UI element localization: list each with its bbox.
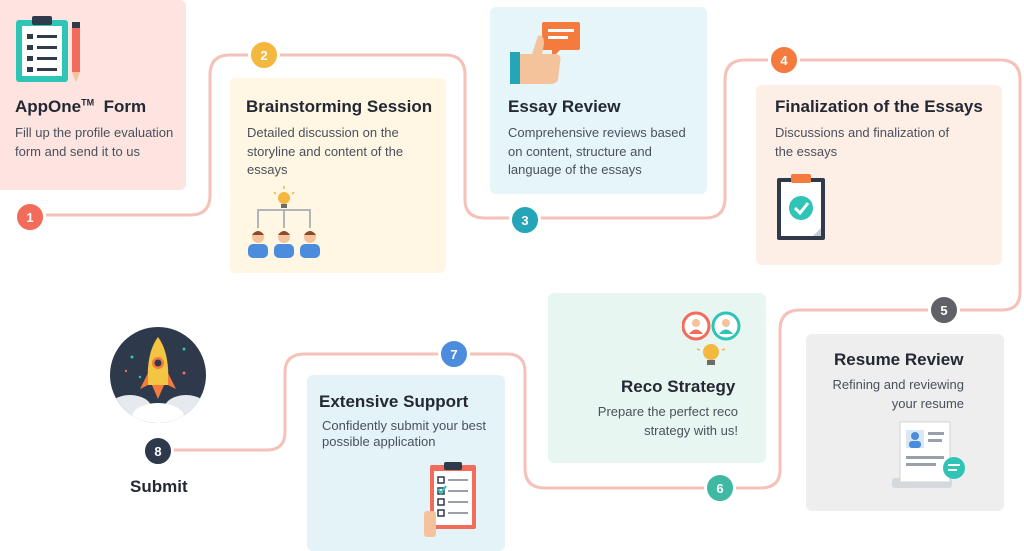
people-bulb-icon bbox=[681, 310, 742, 377]
step-4-title: Finalization of the Essays bbox=[775, 97, 983, 116]
team-idea-icon bbox=[244, 186, 324, 266]
step-card-essay-review bbox=[490, 7, 707, 194]
step-4-desc: Discussions and finalization of the essa… bbox=[775, 125, 950, 159]
step-card-brainstorming bbox=[230, 78, 446, 273]
step-6-desc: Prepare the perfect reco strategy with u… bbox=[597, 404, 738, 438]
step-badge-1: 1 bbox=[14, 201, 46, 233]
step-badge-3: 3 bbox=[509, 204, 541, 236]
step-1-desc: Fill up the profile evaluation form and … bbox=[15, 125, 174, 159]
step-8-title: Submit bbox=[130, 477, 188, 496]
step-7-desc: Confidently submit your best possible ap… bbox=[322, 418, 487, 449]
step-badge-7: 7 bbox=[438, 338, 470, 370]
step-6-title: Reco Strategy bbox=[621, 377, 736, 396]
step-badge-4: 4 bbox=[768, 44, 800, 76]
step-badge-2: 2 bbox=[248, 39, 280, 71]
step-badge-5: 5 bbox=[928, 294, 960, 326]
step-badge-8: 8 bbox=[142, 435, 174, 467]
rocket-icon bbox=[110, 327, 206, 428]
resume-icon bbox=[890, 420, 968, 497]
step-2-desc: Detailed discussion on the storyline and… bbox=[247, 125, 404, 177]
step-2-title: Brainstorming Session bbox=[246, 97, 433, 116]
clipboard-pencil-icon bbox=[14, 14, 86, 91]
step-5-title: Resume Review bbox=[834, 350, 964, 369]
step-3-title: Essay Review bbox=[508, 97, 621, 116]
step-badge-6: 6 bbox=[704, 472, 736, 504]
checked-document-icon bbox=[775, 172, 829, 249]
step-7-title: Extensive Support bbox=[319, 392, 469, 411]
checklist-icon bbox=[422, 461, 478, 544]
thumbs-up-icon bbox=[508, 22, 584, 91]
step-5-desc: Refining and reviewing your resume bbox=[832, 377, 964, 411]
step-3-desc: Comprehensive reviews based on content, … bbox=[508, 125, 686, 177]
step-1-title: AppOneTM Form bbox=[15, 97, 147, 116]
